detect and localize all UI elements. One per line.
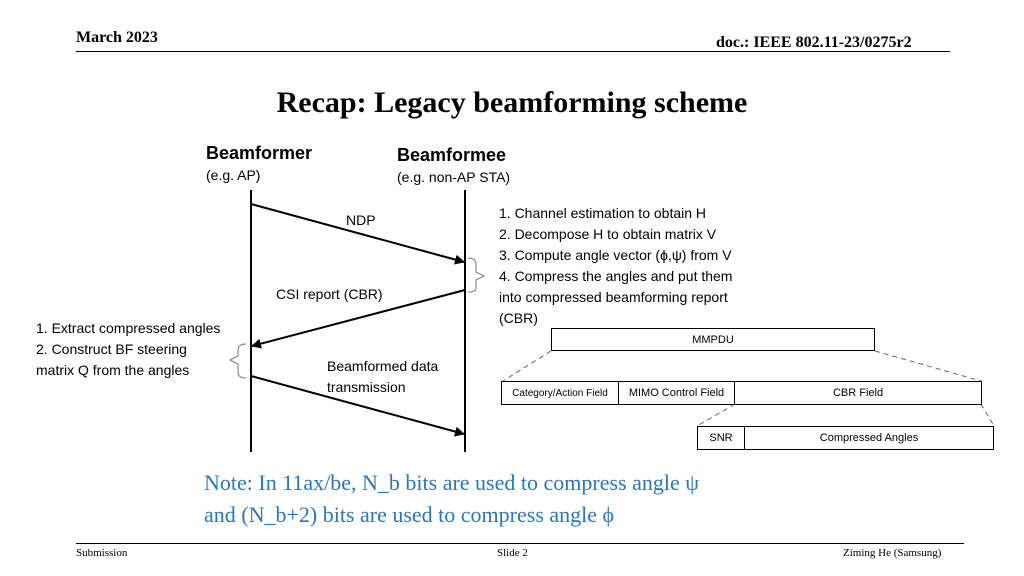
footer-rule [76,543,964,544]
beamformee-label: Beamformee [397,145,507,165]
beamformer-steps: 1. Extract compressed angles 2. Construc… [36,318,220,381]
beamformee-step: 4. Compress the angles and put them [499,268,733,284]
beamformee-steps: 1. Channel estimation to obtain H 2. Dec… [499,203,732,329]
beamformed-data-arrow [250,375,465,437]
mmpdu-dash-right [874,350,982,382]
compressed-angles-box: Compressed Angles [744,426,994,450]
beamformee-sublabel: (e.g. non-AP STA) [397,169,511,185]
header-rule [76,51,950,52]
beamformer-step: 2. Construct BF steering [36,341,187,357]
beamformee-step: 1. Channel estimation to obtain H [499,205,707,221]
note-line-1: Note: In 11ax/be, N_b bits are used to c… [204,470,699,495]
beamformee-step: 2. Decompose H to obtain matrix V [499,226,717,242]
cbr-dash-right [980,403,995,427]
ndp-label: NDP [346,212,376,228]
csi-report-arrow [251,289,466,349]
note-line-2: and (N_b+2) bits are used to compress an… [204,502,615,527]
footer-slide-number: Slide 2 [497,547,528,559]
mmpdu-dash-left [502,350,552,382]
footer-author: Ziming He (Samsung) [843,547,942,559]
snr-box: SNR [697,426,745,450]
beamformer-sublabel: (e.g. AP) [206,167,261,183]
beamformed-data-label-1: Beamformed data [327,358,439,374]
page-title: Recap: Legacy beamforming scheme [276,86,748,119]
mmpdu-box: MMPDU [551,328,875,351]
beamformed-data-label-2: transmission [327,379,406,395]
header-date: March 2023 [76,29,158,46]
category-action-field-box: Category/Action Field [501,381,619,405]
beamformee-step: 3. Compute angle vector (ϕ,ψ) from V [499,247,732,263]
beamformee-step: into compressed beamforming report [499,289,728,305]
cbr-field-box: CBR Field [734,381,982,405]
beamformee-bracket [467,257,486,293]
ndp-arrow [250,203,465,265]
cbr-dash-left [696,403,736,427]
beamformer-step: matrix Q from the angles [36,362,190,378]
beamformer-step: 1. Extract compressed angles [36,320,221,336]
beamformer-label: Beamformer [206,143,313,163]
header-doc-id: doc.: IEEE 802.11-23/0275r2 [716,34,912,51]
mimo-control-field-box: MIMO Control Field [618,381,735,405]
beamformee-step: (CBR) [499,310,538,326]
beamformer-bracket [228,343,247,379]
footer-submission: Submission [76,547,128,559]
csi-report-label: CSI report (CBR) [276,286,383,302]
